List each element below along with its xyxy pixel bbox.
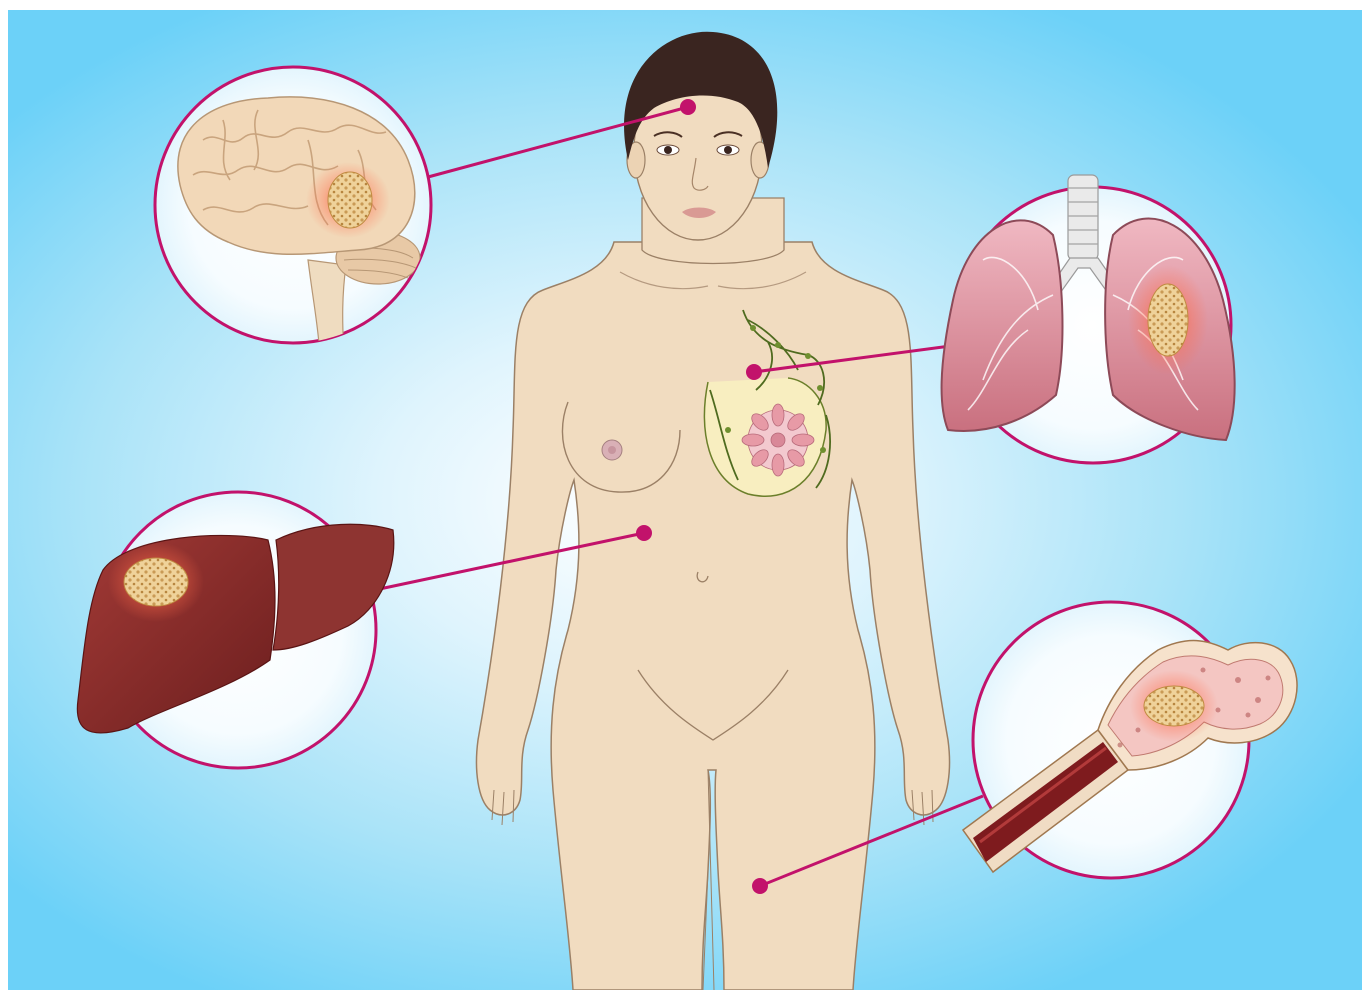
dot-abdomen (636, 525, 652, 541)
dot-breast (746, 364, 762, 380)
brain-tumor (328, 172, 372, 228)
illustration-canvas (8, 10, 1362, 990)
bone-callout (963, 602, 1297, 878)
lung-callout (942, 175, 1235, 463)
metastasis-diagram (8, 10, 1362, 990)
liver-callout (77, 492, 393, 768)
lung-left (942, 220, 1063, 431)
bone-tumor (1144, 686, 1204, 726)
liver-tumor (124, 558, 188, 606)
brain-callout (155, 67, 431, 355)
dot-head (680, 99, 696, 115)
dot-thigh (752, 878, 768, 894)
lung-tumor (1148, 284, 1188, 356)
female-body-icon (477, 198, 950, 990)
